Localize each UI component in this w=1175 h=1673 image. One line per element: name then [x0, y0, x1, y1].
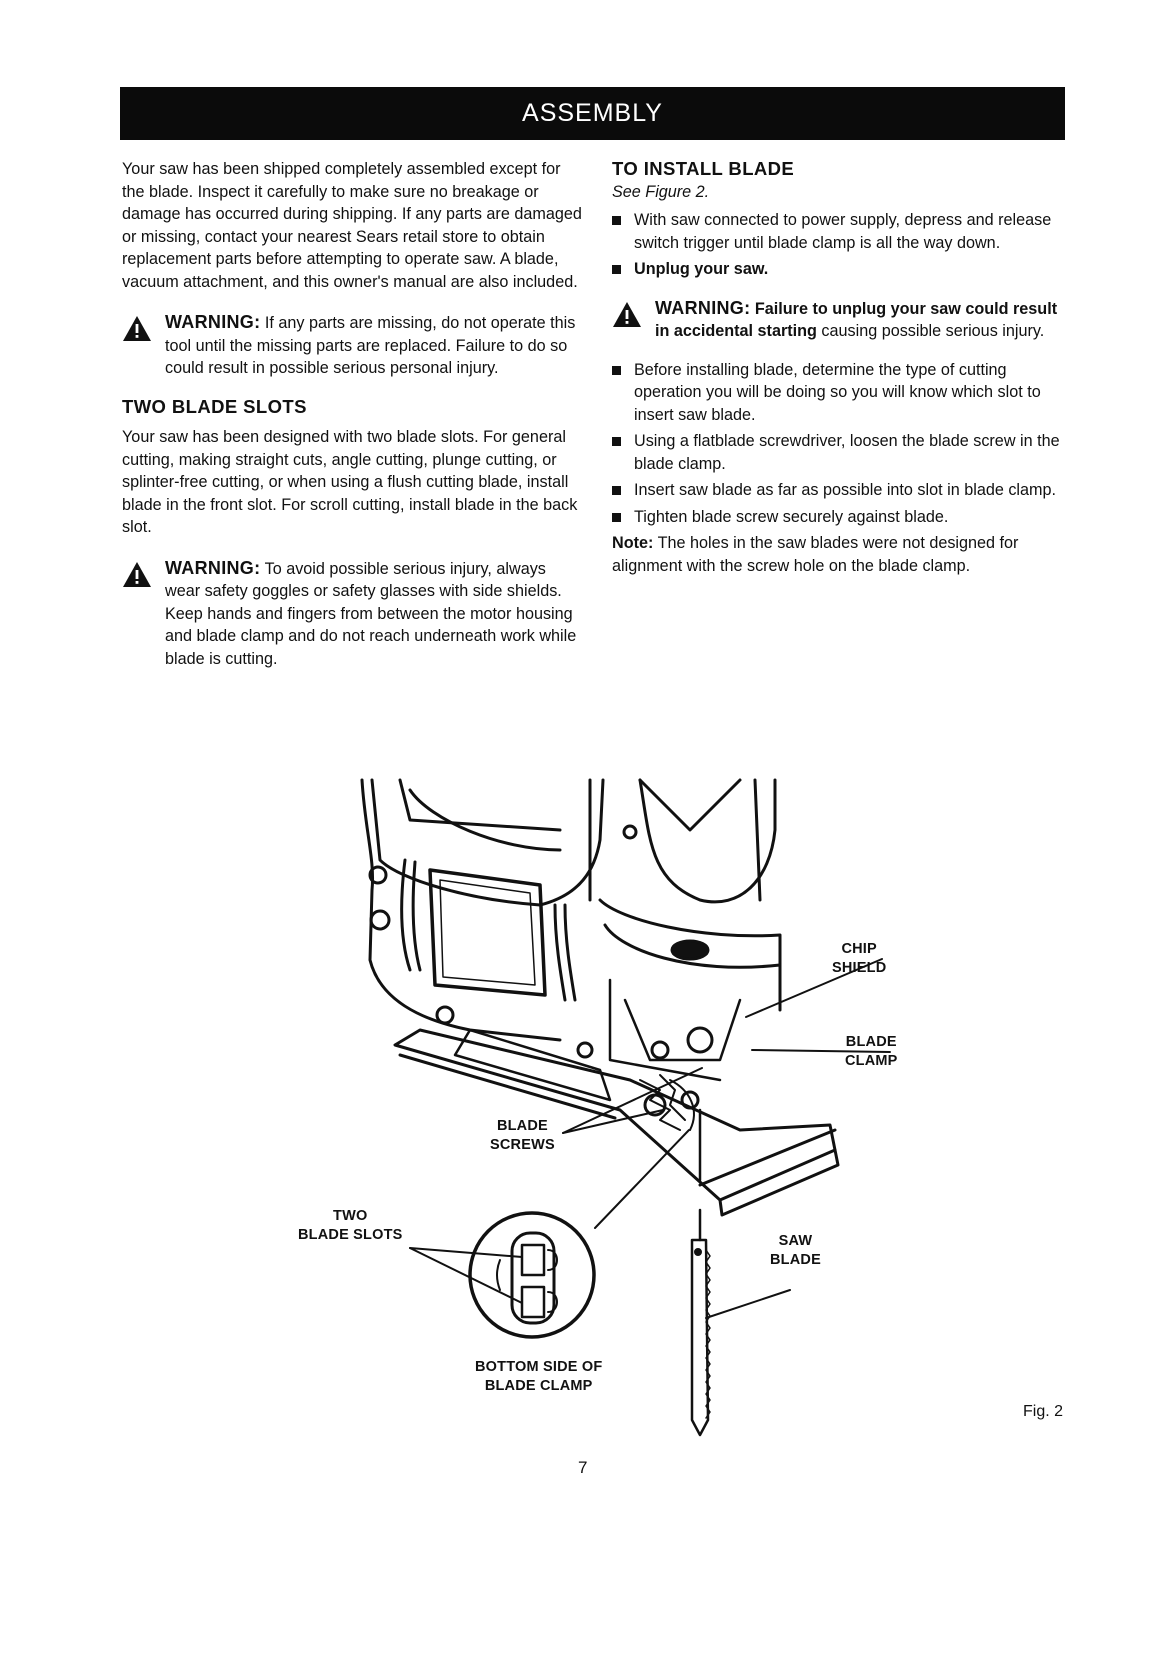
callout-line: TWO [333, 1208, 368, 1224]
list-item: With saw connected to power supply, depr… [612, 209, 1072, 254]
warning-missing-parts: WARNING: If any parts are missing, do no… [122, 311, 582, 380]
saw-blade-callout: SAW BLADE [770, 1232, 821, 1270]
warning-triangle-icon [613, 301, 641, 327]
figure-reference: See Figure 2. [612, 182, 710, 201]
warning-text: To avoid possible serious injury, always… [165, 559, 577, 668]
install-blade-heading: TO INSTALL BLADE [612, 158, 795, 179]
install-steps-list-2: Before installing blade, determine the t… [612, 359, 1072, 529]
callout-line: SCREWS [490, 1137, 555, 1153]
figure-label: Fig. 2 [1023, 1403, 1064, 1420]
list-item: Before installing blade, determine the t… [612, 359, 1072, 427]
list-item: Insert saw blade as far as possible into… [612, 479, 1072, 502]
warning-bold-text: Failure to unplug your saw could result … [655, 299, 1058, 341]
note-text: The holes in the saw blades were not des… [612, 534, 1019, 575]
right-column: TO INSTALL BLADE See Figure 2. With saw … [612, 158, 1072, 577]
callout-line: SHIELD [832, 960, 887, 976]
two-blade-slots-heading: TWO BLADE SLOTS [122, 395, 307, 417]
two-blade-slots-callout: TWO BLADE SLOTS [298, 1207, 403, 1245]
blade-clamp-callout: BLADE CLAMP [845, 1033, 898, 1071]
bottom-side-callout: BOTTOM SIDE OF BLADE CLAMP [475, 1358, 602, 1396]
warning-triangle-icon [123, 561, 151, 587]
list-item: Unplug your saw. [612, 258, 1072, 281]
callout-line: BOTTOM SIDE OF [475, 1359, 603, 1375]
callout-line: BLADE [845, 1034, 897, 1050]
chip-shield-callout: CHIP SHIELD [832, 940, 886, 978]
callout-line: BLADE [496, 1118, 548, 1134]
list-item: Tighten blade screw securely against bla… [612, 506, 1072, 529]
note-label: Note: [612, 534, 654, 552]
install-steps-list: With saw connected to power supply, depr… [612, 209, 1072, 281]
warning-label: WARNING: [655, 297, 751, 318]
left-column: Your saw has been shipped completely ass… [122, 158, 582, 670]
two-blade-slots-paragraph: Your saw has been designed with two blad… [122, 428, 578, 536]
callout-line: CHIP [841, 941, 877, 957]
warning-safety-goggles: WARNING: To avoid possible serious injur… [122, 557, 582, 671]
callout-line: CLAMP [845, 1053, 898, 1069]
callout-line: BLADE [770, 1252, 821, 1268]
blade-screws-callout: BLADE SCREWS [490, 1117, 555, 1155]
note-paragraph: Note: The holes in the saw blades were n… [612, 532, 1072, 577]
warning-label: WARNING: [165, 312, 261, 332]
page-number: 7 [578, 1458, 588, 1477]
warning-unplug: WARNING: Failure to unplug your saw coul… [612, 297, 1072, 343]
warning-label: WARNING: [165, 557, 261, 578]
warning-triangle-icon [123, 316, 151, 341]
list-item: Using a flatblade screwdriver, loosen th… [612, 430, 1072, 475]
warning-text: If any parts are missing, do not operate… [165, 314, 576, 377]
callout-line: SAW [778, 1233, 813, 1249]
warning-text: causing possible serious injury. [816, 322, 1045, 340]
callout-line: BLADE CLAMP [484, 1378, 593, 1394]
callout-line: BLADE SLOTS [298, 1227, 403, 1243]
section-banner: ASSEMBLY [120, 87, 1065, 140]
intro-paragraph: Your saw has been shipped completely ass… [122, 160, 582, 291]
